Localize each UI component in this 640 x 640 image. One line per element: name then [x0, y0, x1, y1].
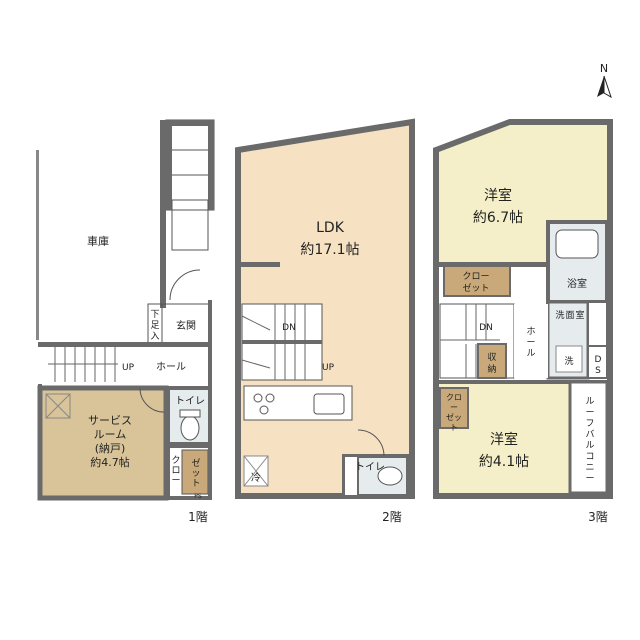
- closet-b-part-1: クロ: [446, 393, 462, 402]
- garage-label: 車庫: [87, 234, 109, 248]
- stairs-2f: [241, 304, 306, 380]
- service-room-line-3: (納戸): [95, 442, 126, 455]
- roof-balcony-char-6: コ: [585, 452, 594, 462]
- western-room-a-size: 約6.7帖: [473, 210, 523, 226]
- western-room-a: [439, 125, 607, 262]
- shoebox-label-3: 入: [150, 331, 159, 342]
- up-label-1f: UP: [122, 363, 135, 373]
- dn-label-3f: DN: [479, 323, 493, 333]
- stairs-1f: [48, 347, 118, 382]
- hall-3f-char-2: ー: [526, 338, 535, 348]
- up-label-2f: UP: [322, 363, 335, 373]
- roof-balcony-char-2: ー: [585, 408, 594, 418]
- roof-balcony-char-3: フ: [585, 419, 594, 429]
- hall-label-1f: ホール: [156, 361, 186, 373]
- service-room-size: 約4.7帖: [90, 455, 130, 469]
- washroom-char-1: 洗: [555, 309, 564, 321]
- western-room-b-label: 洋室: [490, 431, 518, 448]
- closet-1f-char-2: ロ: [171, 466, 180, 476]
- toilet-label-2f: トイレ: [355, 462, 385, 473]
- shoebox-label-1: 下: [150, 310, 159, 320]
- floor-label-3f: 3階: [588, 509, 608, 524]
- closet-a-line-1: クロー: [462, 271, 489, 282]
- ds-label-2: S: [595, 366, 601, 376]
- ldk-label: LDK: [316, 220, 345, 236]
- floor-3: 洋室 約6.7帖 クロー ゼット 浴室 洗 面 室 洗 D S DN ホ ー ル…: [433, 119, 613, 524]
- hall-3f-char-3: ル: [526, 349, 535, 359]
- floor-label-1f: 1階: [188, 509, 208, 524]
- roof-balcony-char-8: ー: [585, 474, 594, 484]
- closet-a-line-2: ゼット: [462, 282, 489, 294]
- north-label: N: [600, 62, 608, 75]
- floor-2: LDK 約17.1帖 DN UP 冷 トイレ 2階: [235, 118, 415, 524]
- dn-label-2f: DN: [282, 323, 296, 333]
- ds-label-1: D: [595, 355, 602, 365]
- closet-b-part-2: ー: [450, 403, 458, 412]
- shoebox-label-2: 足: [150, 320, 159, 331]
- toilet-label-1f: トイレ: [175, 396, 205, 407]
- washer-label: 洗: [564, 355, 573, 367]
- fridge-label: 冷: [251, 471, 261, 484]
- roof-balcony-char-4: バ: [585, 429, 594, 440]
- floor-label-2f: 2階: [382, 509, 402, 524]
- closet-1f-char-5: ッ: [191, 469, 200, 479]
- service-room-line-2: ルーム: [94, 428, 127, 441]
- ps-label: PS: [194, 493, 202, 500]
- closet-1f-char-6: ト: [191, 479, 200, 489]
- roof-balcony-char-1: ル: [585, 397, 594, 407]
- storage-char-1: 収: [487, 351, 496, 363]
- closet-1f-char-4: ゼ: [191, 457, 200, 469]
- closet-b-part-3: ゼッ: [446, 412, 462, 422]
- north-arrow-icon: N: [597, 62, 612, 99]
- roof-balcony-char-5: ル: [585, 441, 594, 451]
- western-room-b-size: 約4.1帖: [479, 454, 529, 470]
- hall-3f-char-1: ホ: [526, 326, 535, 337]
- ldk-size: 約17.1帖: [300, 242, 359, 258]
- washroom-char-3: 室: [575, 309, 584, 321]
- storage-char-2: 納: [487, 363, 496, 375]
- closet-b-part-4: ト: [450, 423, 458, 432]
- washroom-char-2: 面: [565, 310, 574, 321]
- western-room-a-label: 洋室: [484, 187, 512, 204]
- entrance-label: 玄関: [176, 319, 196, 332]
- bathroom-label: 浴室: [567, 277, 587, 290]
- service-room-line-1: サービス: [88, 414, 132, 427]
- roof-balcony-char-7: ニ: [585, 463, 594, 473]
- closet-1f-char-1: ク: [171, 455, 180, 466]
- floor-1: 車庫 下 足 入 玄関 UP ホール サービス ルーム (納戸) 約4.7帖 ト…: [36, 119, 215, 524]
- closet-1f-char-3: ー: [171, 476, 180, 486]
